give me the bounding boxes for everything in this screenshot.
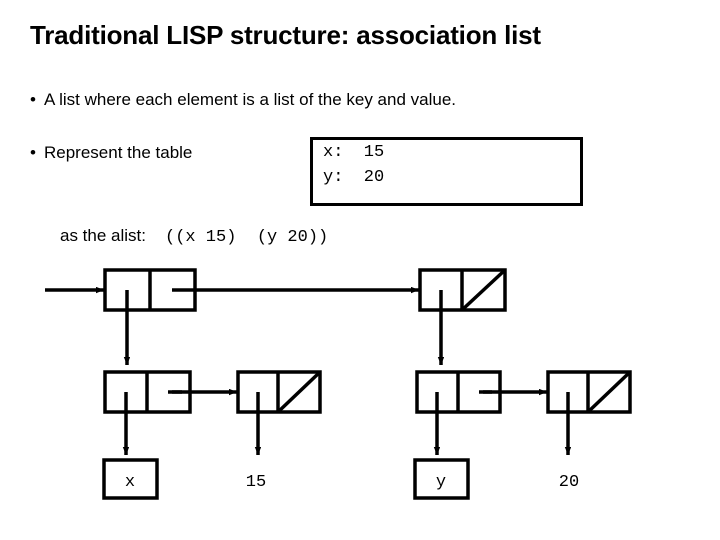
cons-cell-d-nil-slash: [276, 370, 322, 414]
table-row: y: 20: [323, 168, 385, 187]
table-row: x: 15: [323, 143, 385, 162]
page-title: Traditional LISP structure: association …: [30, 20, 541, 50]
bullet-marker: •: [30, 90, 36, 109]
atom-box-y: [413, 458, 470, 500]
atom-box-x: [102, 458, 159, 500]
cons-cell-f-nil-slash: [586, 370, 632, 414]
atom-label-y: y: [436, 473, 446, 492]
cons-cell-b-nil-slash: [460, 268, 507, 312]
cons-cell-diagram: x 15 y 20: [45, 268, 632, 500]
atom-label-20: 20: [559, 473, 579, 492]
bullet-text: Represent the table: [44, 143, 193, 162]
alist-label: as the alist:: [60, 226, 146, 245]
alist-line: as the alist: ((x 15) (y 20)): [60, 226, 328, 247]
bullet-item-1: • A list where each element is a list of…: [30, 90, 690, 110]
alist-code: ((x 15) (y 20)): [165, 228, 329, 247]
bullet-text: A list where each element is a list of t…: [44, 90, 457, 109]
atom-label-x: x: [125, 473, 135, 492]
table-box: x: 15 y: 20: [310, 137, 583, 206]
bullet-item-2: • Represent the table: [30, 143, 300, 163]
atom-label-15: 15: [246, 473, 266, 492]
bullet-marker: •: [30, 143, 36, 162]
